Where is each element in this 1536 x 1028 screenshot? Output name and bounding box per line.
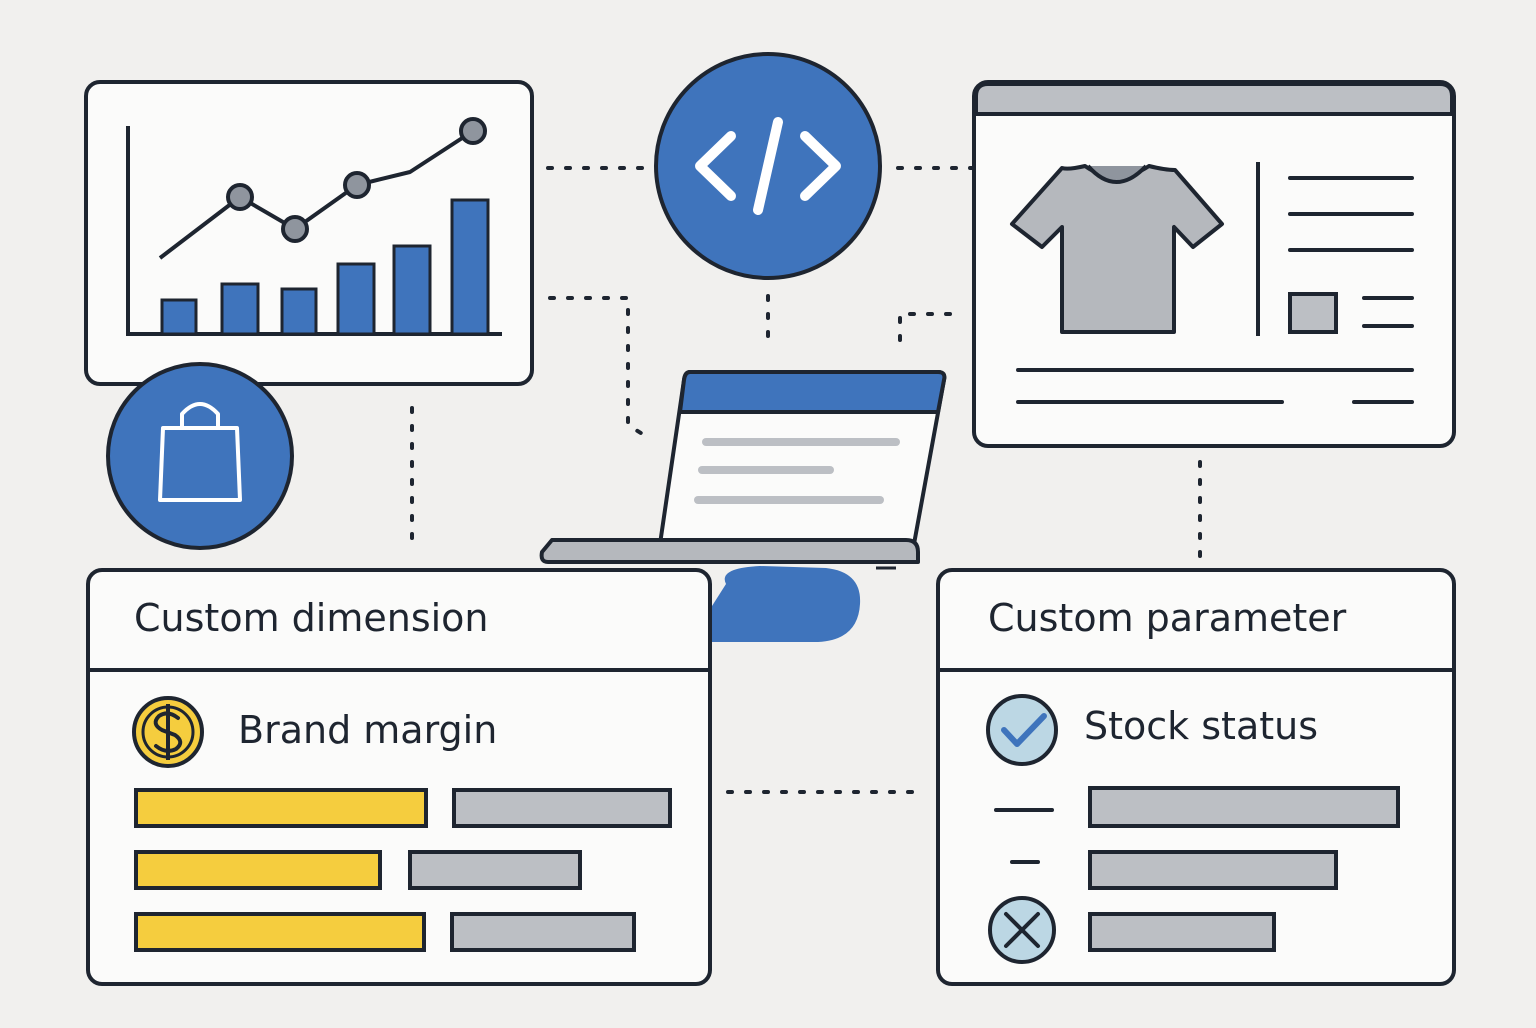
code-brackets-icon [695,117,841,215]
laptop-screen-lines [694,438,900,504]
custom-parameter-title: Custom parameter [988,596,1347,640]
chart-bar-1 [160,298,198,336]
stock-status-label: Stock status [1084,704,1319,748]
dollar-coin-icon [132,696,204,768]
custom-dimension-title: Custom dimension [134,596,489,640]
laptop-icon [539,370,947,570]
chart-point-1 [226,183,254,211]
custom-dimension-card [86,568,712,986]
margin-bar-gray-1 [452,788,672,828]
chart-point-2 [281,215,309,243]
chart-bar-5 [392,244,432,336]
x-circle-icon [988,896,1056,964]
product-page-title-bar [974,82,1454,116]
stock-bar-2 [1088,850,1338,890]
laptop-screen-header [678,370,947,414]
analytics-chart-icon [126,117,502,336]
stock-bar-3 [1088,912,1276,952]
analytics-chart-card [84,80,534,386]
chart-bar-2 [220,282,260,336]
connector-product-to-laptop [898,312,952,352]
t-shirt-icon [1010,164,1224,334]
brand-margin-label: Brand margin [238,708,498,752]
product-thumbnail [1288,292,1338,334]
product-detail-lines [1016,176,1414,404]
chart-bar-4 [336,262,376,336]
laptop-base [539,538,920,564]
stock-status-dashes [994,808,1054,864]
margin-bar-gray-3 [450,912,636,952]
chart-trend-line [158,129,475,260]
stock-status-bars [1088,786,1400,952]
brand-margin-bars [134,788,672,952]
custom-parameter-card [936,568,1456,986]
dotted-connectors [410,166,1202,794]
shopping-bag-badge [106,362,294,550]
connector-chart-to-laptop [548,296,654,442]
margin-bar-yellow-3 [134,912,426,952]
shopping-bag-icon [158,402,242,502]
margin-bar-gray-2 [408,850,582,890]
chart-point-3 [343,171,371,199]
margin-bar-yellow-2 [134,850,382,890]
product-page-card [972,80,1456,448]
chart-bar-6 [450,198,490,336]
check-circle-icon [986,694,1058,766]
code-badge [654,52,882,280]
chart-bar-3 [280,287,318,336]
mouse-shape [712,566,861,642]
margin-bar-yellow-1 [134,788,428,828]
chart-point-4 [459,117,487,145]
stock-bar-1 [1088,786,1400,828]
